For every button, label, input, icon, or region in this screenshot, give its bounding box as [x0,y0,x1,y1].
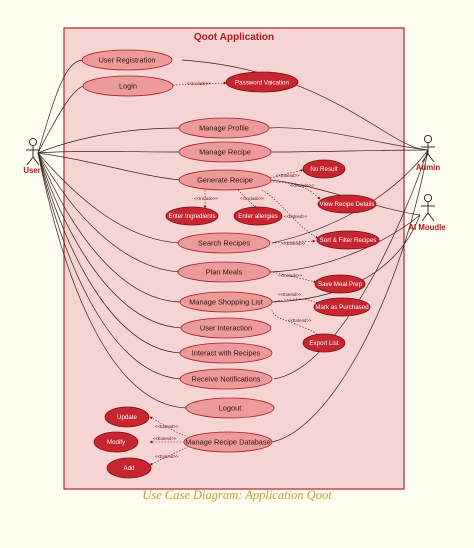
relation-lines [148,81,323,466]
use-case-manage-recipe-database: Manage Recipe Database [183,431,273,453]
svg-text:Manage Recipe: Manage Recipe [199,148,251,157]
rel-label: <<Extend>> [155,454,179,459]
svg-text:No Result: No Result [310,166,337,173]
svg-text:Add: Add [123,465,135,472]
use-case-interact-with-recipes: Interact with Recipes [179,342,273,364]
svg-text:Password Vaication: Password Vaication [235,80,289,87]
svg-text:Update: Update [117,414,138,421]
svg-text:Plan Meals: Plan Meals [206,268,243,277]
svg-text:Receive Notifications: Receive Notifications [191,375,260,384]
rel-label: <<Extend>> [282,241,306,246]
use-case-enter-allergies: Enter allergies [233,206,283,226]
sub-use-cases: Password Vaication No Result View Recipe… [93,71,380,479]
diagram-caption: Use Case Diagram: Application Qoot [142,488,332,502]
rel-label: <<Include>> [290,183,314,188]
rel-label: <<Extend>> [276,173,300,178]
svg-text:Logout: Logout [219,404,242,413]
svg-text:Generate Recipe: Generate Recipe [197,176,253,185]
use-case-manage-recipe: Manage Recipe [178,141,272,163]
rel-label: <<Extend>> [278,292,302,297]
actor-label-user: User [23,166,40,175]
ai-actor-icon [423,193,433,203]
system-title: Qoot Application [194,32,274,43]
user-actor-icon [28,137,38,147]
use-case-search-recipes: Search Recipes [177,232,271,254]
svg-text:Interact with Recipes: Interact with Recipes [192,349,261,358]
svg-text:Save Meal Prep: Save Meal Prep [318,281,363,288]
use-case-view-recipe-details: View Recipe Details [317,194,377,214]
use-case-enter-ingredients: Enter Ingredients [165,206,219,226]
svg-text:Search Recipes: Search Recipes [198,239,250,248]
rel-label: <<Include>> [240,196,264,201]
use-case-user-registration: User Registration [81,49,173,71]
use-case-user-interaction: User Interaction [180,317,272,339]
use-case-add: Add [106,457,152,479]
actor-label-ai: AI Moudle [408,223,446,232]
svg-text:Enter allergies: Enter allergies [238,213,278,220]
svg-text:Modify: Modify [107,439,126,446]
use-case-update: Update [104,406,150,428]
svg-text:Export List: Export List [309,340,339,347]
svg-text:Enter Ingredients: Enter Ingredients [168,213,215,220]
svg-text:Manage Shopping List: Manage Shopping List [189,298,263,307]
rel-label: <<Include>> [187,81,211,86]
svg-text:View Recipe Details: View Recipe Details [320,201,375,208]
user-associations [37,59,187,409]
use-case-mark-as-purchased: Mark as Purchased [313,297,371,317]
svg-text:Sort & Filter Recipes: Sort & Filter Recipes [320,237,377,244]
svg-text:Manage Profile: Manage Profile [199,124,249,133]
svg-text:User Registration: User Registration [98,56,155,65]
rel-label: <<Extend>> [288,318,312,323]
actor-ai-module [421,193,435,222]
use-case-login: Login [82,75,174,97]
use-case-plan-meals: Plan Meals [177,261,271,283]
actor-label-admin: Admin [416,163,440,172]
svg-text:Mark as Purchased: Mark as Purchased [315,304,369,311]
main-use-cases: User Registration Login Manage Profile M… [81,49,275,453]
use-case-logout: Logout [185,397,275,419]
use-case-save-meal-prep: Save Meal Prep [314,274,366,294]
rel-label: <<Extend>> [284,214,308,219]
rel-label: <<Include>> [194,196,218,201]
rel-label: <<Include>> [278,273,302,278]
rel-label: <<Extend>> [155,424,179,429]
actor-admin [421,134,435,163]
rel-label: <<Extend>> [153,436,177,441]
admin-actor-icon [423,134,433,144]
relation-labels: <<Include>> <<Extend>> <<Include>> <<Inc… [153,81,314,459]
use-case-password-verification: Password Vaication [225,71,299,93]
use-case-sort-filter-recipes: Sort & Filter Recipes [316,230,380,250]
actor-user [26,137,40,166]
use-case-modify: Modify [93,431,139,453]
svg-text:Manage Recipe Database: Manage Recipe Database [185,438,270,447]
use-case-manage-shopping-list: Manage Shopping List [179,291,273,313]
use-case-generate-recipe: Generate Recipe [178,169,272,191]
use-case-export-list: Export List [302,333,346,353]
use-case-manage-profile: Manage Profile [178,117,270,139]
use-case-receive-notifications: Receive Notifications [179,368,273,390]
svg-text:User Interaction: User Interaction [200,324,252,333]
use-case-no-result: No Result [302,159,346,179]
svg-text:Login: Login [119,82,137,91]
